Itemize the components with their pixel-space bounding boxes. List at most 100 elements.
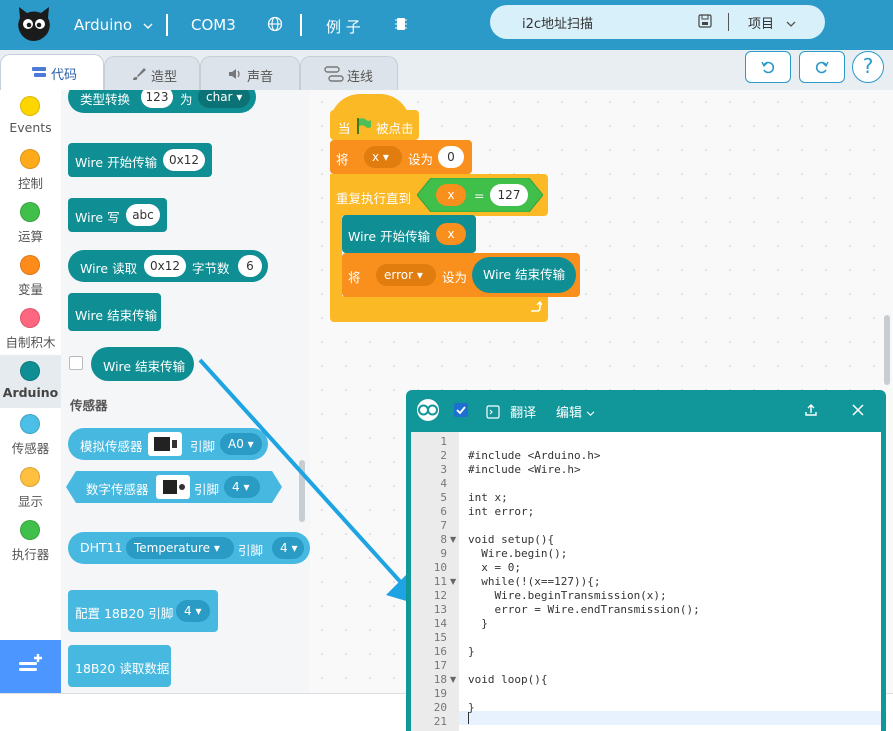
- upload-icon[interactable]: [804, 403, 818, 417]
- pin-dropdown[interactable]: A0 ▾: [220, 433, 262, 455]
- category-label: 变量: [17, 282, 43, 297]
- block-18b20-config[interactable]: 配置 18B20 引脚 4 ▾: [68, 590, 218, 632]
- category-actuators[interactable]: 执行器: [0, 514, 61, 567]
- pin-dropdown[interactable]: 4 ▾: [176, 600, 210, 622]
- block-wire-begin-x[interactable]: Wire 开始传输 x: [342, 215, 476, 253]
- category-sidebar: Events 控制 运算 变量 自制积木 Arduino 传感器 显示 执行器: [0, 90, 61, 693]
- globe-icon[interactable]: [267, 16, 283, 32]
- repeat-block-arm: [330, 174, 342, 298]
- dropdown-value: 4: [232, 480, 240, 494]
- save-icon[interactable]: [698, 14, 712, 28]
- undo-button[interactable]: [745, 51, 791, 83]
- redo-button[interactable]: [799, 51, 845, 83]
- block-input[interactable]: 6: [238, 255, 262, 277]
- block-wire-write[interactable]: Wire 写 abc: [68, 198, 167, 232]
- block-digital-sensor[interactable]: 数字传感器 引脚 4 ▾: [66, 471, 282, 503]
- block-wire-begin[interactable]: Wire 开始传输 0x12: [68, 143, 212, 177]
- block-label: 类型转换: [80, 92, 131, 107]
- project-menu[interactable]: 项目: [748, 13, 796, 32]
- variable-reporter[interactable]: x: [436, 223, 466, 245]
- speaker-icon: [229, 69, 240, 79]
- variable-dropdown[interactable]: error ▾: [376, 264, 436, 286]
- type-dropdown[interactable]: char ▾: [198, 90, 250, 108]
- port-selector[interactable]: COM3: [191, 16, 236, 34]
- tab-costume[interactable]: 造型: [104, 56, 200, 90]
- fold-toggle-icon[interactable]: ▼: [450, 675, 457, 684]
- block-18b20-read[interactable]: 18B20 读取数据: [68, 645, 171, 687]
- category-events[interactable]: Events: [0, 90, 61, 143]
- block-label: 将: [348, 270, 361, 285]
- category-operators[interactable]: 运算: [0, 196, 61, 249]
- block-input[interactable]: 0x12: [163, 149, 205, 171]
- chevron-down-icon: [786, 21, 796, 27]
- dropdown-value: char: [206, 90, 233, 104]
- block-wire-end-reporter[interactable]: Wire 结束传输: [91, 347, 194, 381]
- block-input[interactable]: abc: [126, 204, 160, 226]
- pin-dropdown[interactable]: 4 ▾: [224, 476, 260, 498]
- category-control[interactable]: 控制: [0, 143, 61, 196]
- category-display[interactable]: 显示: [0, 461, 61, 514]
- close-icon[interactable]: [852, 404, 864, 416]
- block-label: 配置 18B20 引脚: [75, 606, 174, 621]
- block-analog-sensor[interactable]: 模拟传感器 引脚 A0 ▾: [68, 428, 268, 460]
- line-number: 5: [440, 491, 447, 504]
- block-label: Wire 开始传输: [75, 155, 158, 170]
- mode-dropdown[interactable]: Temperature ▾: [126, 537, 234, 559]
- line-number: 14: [433, 617, 447, 630]
- line-number: 2: [440, 449, 447, 462]
- cat-logo-icon[interactable]: [14, 4, 54, 44]
- examples-button[interactable]: 例 子: [326, 18, 361, 36]
- block-input[interactable]: 0: [438, 146, 464, 168]
- category-dot: [20, 202, 40, 222]
- category-sensors[interactable]: 传感器: [0, 408, 61, 461]
- add-extension-button[interactable]: [0, 640, 61, 693]
- wire-end-reporter[interactable]: Wire 结束传输: [472, 257, 576, 293]
- tab-sound[interactable]: 声音: [200, 56, 300, 90]
- code-line: #include <Wire.h>: [468, 463, 581, 476]
- variable-dropdown[interactable]: x ▾: [364, 146, 402, 168]
- translate-button[interactable]: 翻译: [486, 402, 536, 421]
- block-input[interactable]: 0x12: [144, 255, 186, 277]
- board-selector[interactable]: Arduino: [74, 16, 153, 34]
- pin-dropdown[interactable]: 4 ▾: [272, 537, 304, 559]
- sync-checkbox[interactable]: [454, 403, 468, 417]
- block-input[interactable]: 123: [141, 90, 173, 108]
- block-input[interactable]: 127: [490, 184, 528, 206]
- block-label: 引脚: [238, 543, 264, 558]
- fold-toggle-icon[interactable]: ▼: [450, 535, 457, 544]
- block-set-x[interactable]: 将 x ▾ 设为 0: [330, 140, 472, 174]
- help-button[interactable]: ?: [852, 51, 884, 83]
- project-menu-label: 项目: [748, 17, 775, 32]
- add-extension-icon: [19, 654, 42, 671]
- block-label: Wire 读取: [80, 261, 138, 276]
- project-name[interactable]: i2c地址扫描: [522, 17, 594, 32]
- category-my-blocks[interactable]: 自制积木: [0, 302, 61, 355]
- block-dht11[interactable]: DHT11 Temperature ▾ 引脚 4 ▾: [68, 532, 310, 564]
- line-number: 3: [440, 463, 447, 476]
- workspace-scrollbar[interactable]: [884, 315, 890, 385]
- variable-reporter[interactable]: x: [436, 184, 466, 206]
- tab-label: 连线: [347, 70, 374, 85]
- block-label: 18B20 读取数据: [75, 661, 170, 676]
- block-wire-read[interactable]: Wire 读取 0x12 字节数 6: [68, 250, 268, 282]
- block-type-convert[interactable]: 类型转换 123 为 char ▾: [68, 90, 256, 113]
- category-dot: [20, 96, 40, 116]
- block-set-error[interactable]: 将 error ▾ 设为 Wire 结束传输: [342, 253, 580, 297]
- chip-icon[interactable]: [393, 16, 409, 32]
- block-wire-end[interactable]: Wire 结束传输: [68, 293, 161, 331]
- category-variables[interactable]: 变量: [0, 249, 61, 302]
- fold-toggle-icon[interactable]: ▼: [450, 577, 457, 586]
- chevron-down-icon: [586, 411, 595, 417]
- code-line: }: [468, 701, 475, 714]
- palette-scrollbar[interactable]: [299, 460, 305, 522]
- category-dot: [20, 149, 40, 169]
- block-label: Wire 写: [75, 210, 120, 225]
- monitor-checkbox[interactable]: [69, 356, 83, 370]
- tab-wiring[interactable]: 连线: [300, 56, 398, 90]
- category-arduino[interactable]: Arduino: [0, 355, 61, 408]
- hat-block-flag-clicked[interactable]: 当 被点击: [330, 110, 419, 142]
- edit-menu[interactable]: 编辑: [556, 402, 595, 421]
- tab-code[interactable]: 代码: [0, 54, 104, 90]
- line-number: 21: [433, 715, 447, 728]
